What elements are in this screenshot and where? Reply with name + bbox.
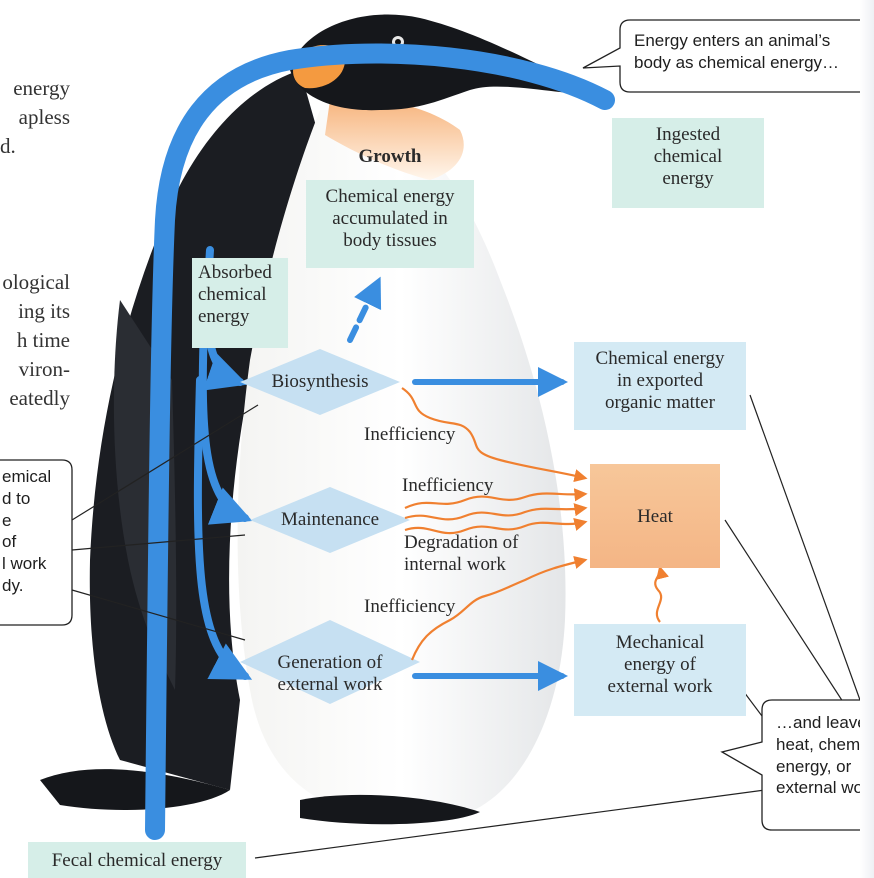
absorbed-energy-label: Absorbed chemical energy xyxy=(198,262,288,328)
heat-label: Heat xyxy=(590,506,720,528)
maintenance-label: Maintenance xyxy=(258,509,402,531)
left-text-line: eatedly xyxy=(0,384,70,413)
node-line: energy of xyxy=(574,654,746,676)
exported-energy-label: Chemical energy in exported organic matt… xyxy=(574,348,746,414)
fecal-energy-box: Fecal chemical energy xyxy=(28,842,246,878)
ingested-energy-box: Ingested chemical energy xyxy=(612,118,764,208)
left-text-line: h time xyxy=(0,326,70,355)
node-line: in exported xyxy=(574,370,746,392)
callout-line: of xyxy=(2,531,68,553)
exported-energy-box: Chemical energy in exported organic matt… xyxy=(574,342,746,430)
left-text-line: viron- xyxy=(0,355,70,384)
node-line: Chemical energy xyxy=(574,348,746,370)
node-line: energy xyxy=(198,306,288,328)
node-line: Ingested xyxy=(612,124,764,146)
node-line: Chemical energy xyxy=(306,186,474,208)
heat-arrow-mechanical xyxy=(655,568,661,622)
callout-line: emical xyxy=(2,466,68,488)
left-callout-text: emical d to e of l work dy. xyxy=(2,466,68,597)
inefficiency-label-2: Inefficiency xyxy=(402,475,510,497)
callout-line: Energy enters an animal’s xyxy=(634,30,870,52)
inefficiency-label-1: Inefficiency xyxy=(364,424,472,446)
node-line: chemical xyxy=(198,284,288,306)
left-text-line: d. xyxy=(0,132,70,161)
node-line: Absorbed xyxy=(198,262,288,284)
biosynthesis-label: Biosynthesis xyxy=(250,371,390,393)
page-edge-shadow xyxy=(860,0,874,878)
fecal-energy-label: Fecal chemical energy xyxy=(28,850,246,872)
node-line: external work xyxy=(574,676,746,698)
left-text-line: ing its xyxy=(0,297,70,326)
top-callout-text: Energy enters an animal’s body as chemic… xyxy=(634,30,870,74)
growth-heading: Growth xyxy=(330,146,450,168)
penguin-illustration xyxy=(40,15,600,825)
node-line: chemical xyxy=(612,146,764,168)
left-text-line: apless xyxy=(0,103,70,132)
external-work-label: Generation of external work xyxy=(252,652,408,696)
callout-line: l work xyxy=(2,553,68,575)
node-line: external work xyxy=(252,674,408,696)
callout-line: dy. xyxy=(2,575,68,597)
inefficiency-label-3: Inefficiency xyxy=(364,596,472,618)
absorbed-energy-box: Absorbed chemical energy xyxy=(192,258,288,348)
node-line: body tissues xyxy=(306,230,474,252)
growth-box: Chemical energy accumulated in body tiss… xyxy=(306,180,474,268)
left-text-top: energy apless d. xyxy=(0,74,70,161)
node-line: organic matter xyxy=(574,392,746,414)
node-line: energy xyxy=(612,168,764,190)
label-line: internal work xyxy=(404,554,554,576)
callout-line: d to xyxy=(2,488,68,510)
left-text-middle: ological ing its h time viron- eatedly xyxy=(0,268,70,413)
left-text-line: energy xyxy=(0,74,70,103)
label-line: Degradation of xyxy=(404,532,554,554)
node-line: accumulated in xyxy=(306,208,474,230)
callout-line: e xyxy=(2,510,68,532)
growth-label: Chemical energy accumulated in body tiss… xyxy=(306,186,474,252)
node-line: Mechanical xyxy=(574,632,746,654)
callout-line: body as chemical energy… xyxy=(634,52,870,74)
left-text-line: ological xyxy=(0,268,70,297)
ingested-energy-label: Ingested chemical energy xyxy=(612,124,764,190)
degradation-label: Degradation of internal work xyxy=(404,532,554,576)
mechanical-energy-box: Mechanical energy of external work xyxy=(574,624,746,716)
mechanical-energy-label: Mechanical energy of external work xyxy=(574,632,746,698)
heat-box: Heat xyxy=(590,464,720,568)
node-line: Generation of xyxy=(252,652,408,674)
